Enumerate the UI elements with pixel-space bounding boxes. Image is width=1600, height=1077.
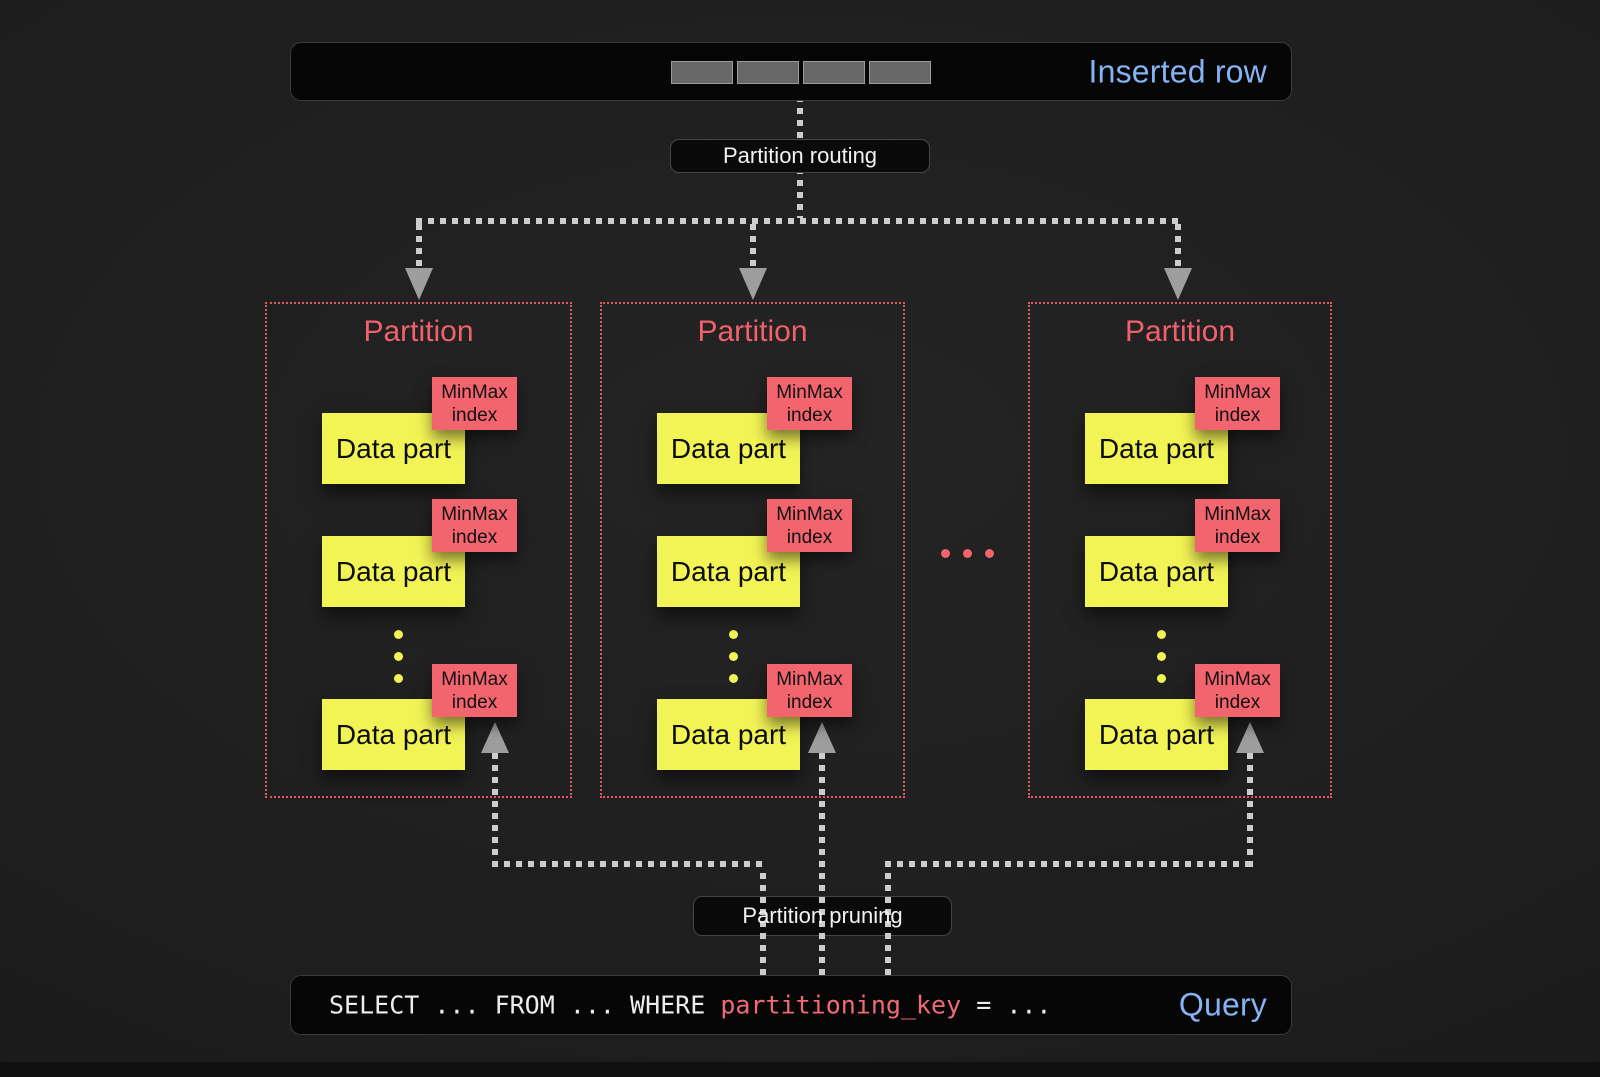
vertical-ellipsis-dot bbox=[394, 630, 403, 639]
arrow-down-icon bbox=[405, 268, 433, 300]
inserted-row-cells bbox=[671, 61, 931, 84]
row-cell bbox=[671, 61, 733, 84]
vertical-ellipsis-dot bbox=[729, 630, 738, 639]
arrow-down-icon bbox=[1164, 268, 1192, 300]
vertical-ellipsis-dot bbox=[1157, 674, 1166, 683]
minmax-index-tag: MinMax index bbox=[1195, 377, 1280, 430]
vertical-ellipsis-dot bbox=[394, 652, 403, 661]
partition-box-2: Partition MinMax index Data part MinMax … bbox=[600, 302, 905, 798]
query-bar: SELECT ... FROM ... WHERE partitioning_k… bbox=[290, 975, 1292, 1035]
dotted-line-prune-left bbox=[492, 861, 768, 867]
dotted-line-drop-2 bbox=[750, 224, 756, 266]
minmax-index-tag: MinMax index bbox=[432, 377, 517, 430]
partitions-ellipsis-dot bbox=[985, 549, 994, 558]
partitions-ellipsis-dot bbox=[963, 549, 972, 558]
query-label: Query bbox=[1178, 986, 1267, 1023]
data-part-box: Data part bbox=[322, 699, 465, 770]
partition-routing-label: Partition routing bbox=[670, 139, 930, 173]
sql-query-text: SELECT ... FROM ... WHERE partitioning_k… bbox=[329, 990, 1052, 1020]
dotted-line-prune-3 bbox=[1247, 753, 1253, 867]
dotted-line-prune-down-right bbox=[885, 873, 891, 976]
partitioning-key-token: partitioning_key bbox=[720, 990, 962, 1020]
partition-box-1: Partition MinMax index Data part MinMax … bbox=[265, 302, 572, 798]
partitions-ellipsis-dot bbox=[941, 549, 950, 558]
minmax-index-tag: MinMax index bbox=[767, 499, 852, 552]
partition-routing-text: Partition routing bbox=[722, 143, 878, 168]
vertical-ellipsis-dot bbox=[1157, 652, 1166, 661]
arrow-down-icon bbox=[739, 268, 767, 300]
minmax-index-tag: MinMax index bbox=[432, 664, 517, 717]
vertical-ellipsis-dot bbox=[729, 652, 738, 661]
partition-box-3: Partition MinMax index Data part MinMax … bbox=[1028, 302, 1332, 798]
minmax-index-tag: MinMax index bbox=[432, 499, 517, 552]
partition-pruning-text: Partition pruning bbox=[742, 903, 903, 928]
vertical-ellipsis-dot bbox=[394, 674, 403, 683]
dotted-line-distribution bbox=[416, 218, 1181, 224]
bottom-edge-band bbox=[0, 1062, 1600, 1077]
row-cell bbox=[737, 61, 799, 84]
minmax-index-tag: MinMax index bbox=[767, 377, 852, 430]
inserted-row-label: Inserted row bbox=[1088, 53, 1267, 89]
dotted-line-prune-right bbox=[885, 861, 1253, 867]
dotted-line-drop-3 bbox=[1175, 224, 1181, 266]
minmax-index-tag: MinMax index bbox=[767, 664, 852, 717]
minmax-index-tag: MinMax index bbox=[1195, 499, 1280, 552]
dotted-line-prune-down-left bbox=[760, 873, 766, 976]
row-cell bbox=[869, 61, 931, 84]
data-part-box: Data part bbox=[1085, 413, 1228, 484]
partition-title: Partition bbox=[363, 315, 474, 348]
arrow-up-icon bbox=[481, 722, 509, 753]
row-cell bbox=[803, 61, 865, 84]
arrow-up-icon bbox=[808, 722, 836, 753]
dotted-line-drop-1 bbox=[416, 224, 422, 266]
inserted-row-bar: Inserted row bbox=[290, 42, 1292, 101]
minmax-index-tag: MinMax index bbox=[1195, 664, 1280, 717]
arrow-up-icon bbox=[1236, 722, 1264, 753]
vertical-ellipsis-dot bbox=[1157, 630, 1166, 639]
partition-title: Partition bbox=[697, 315, 808, 348]
dotted-line-prune-1 bbox=[492, 753, 498, 867]
dotted-line-prune-2 bbox=[819, 753, 825, 976]
vertical-ellipsis-dot bbox=[729, 674, 738, 683]
partition-title: Partition bbox=[1124, 315, 1236, 348]
